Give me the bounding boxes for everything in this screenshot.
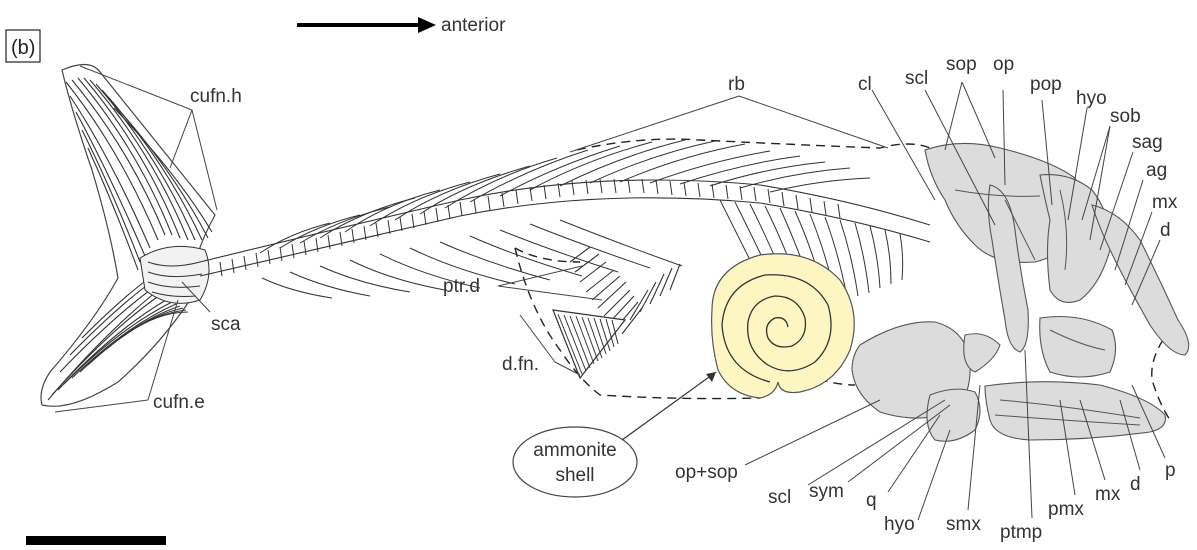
label-ag: ag [1146, 160, 1167, 181]
label-sca: sca [211, 314, 241, 335]
label-d-bottom: d [1130, 474, 1141, 495]
label-sob: sob [1110, 106, 1141, 127]
label-sop: sop [946, 54, 977, 75]
label-scl-top: scl [905, 68, 928, 89]
panel-label: (b) [6, 30, 40, 62]
label-mx-top: mx [1152, 192, 1178, 213]
label-hyo-bottom: hyo [884, 514, 915, 535]
label-pmx: pmx [1048, 499, 1084, 520]
label-cufn-e: cufn.e [153, 392, 205, 413]
label-op: op [993, 54, 1014, 75]
anterior-arrow: anterior [297, 15, 506, 36]
label-op-sop: op+sop [675, 462, 738, 483]
palatine-bone [1040, 317, 1116, 378]
anterior-label: anterior [441, 15, 506, 36]
label-pop: pop [1030, 74, 1062, 95]
label-sym: sym [809, 481, 844, 502]
label-q: q [866, 490, 877, 511]
scale-bar [26, 536, 166, 545]
label-d-fn: d.fn. [502, 354, 539, 375]
ammonite-shell [712, 254, 855, 398]
label-ptr-d: ptr.d [443, 276, 480, 297]
label-p: p [1165, 460, 1176, 481]
quadrate-bone [927, 389, 980, 441]
label-ptmp: ptmp [1000, 522, 1042, 543]
label-cl: cl [858, 74, 872, 95]
label-smx: smx [946, 514, 981, 535]
callout-line1: ammonite [533, 440, 616, 461]
label-d-top: d [1160, 220, 1171, 241]
label-mx-bottom: mx [1095, 484, 1121, 505]
label-hyo-top: hyo [1076, 88, 1107, 109]
caudal-fin [41, 64, 215, 406]
label-scl-bottom: scl [768, 487, 791, 508]
skull-bones [852, 143, 1189, 441]
lower-jaw-bone [985, 382, 1165, 440]
label-rb: rb [728, 74, 745, 95]
label-cufn-h: cufn.h [190, 86, 242, 107]
dorsal-fin [553, 310, 625, 378]
label-sag: sag [1132, 132, 1163, 153]
symplectic-bone [964, 334, 1000, 372]
panel-label-text: (b) [11, 37, 35, 59]
callout-line2: shell [555, 465, 594, 486]
